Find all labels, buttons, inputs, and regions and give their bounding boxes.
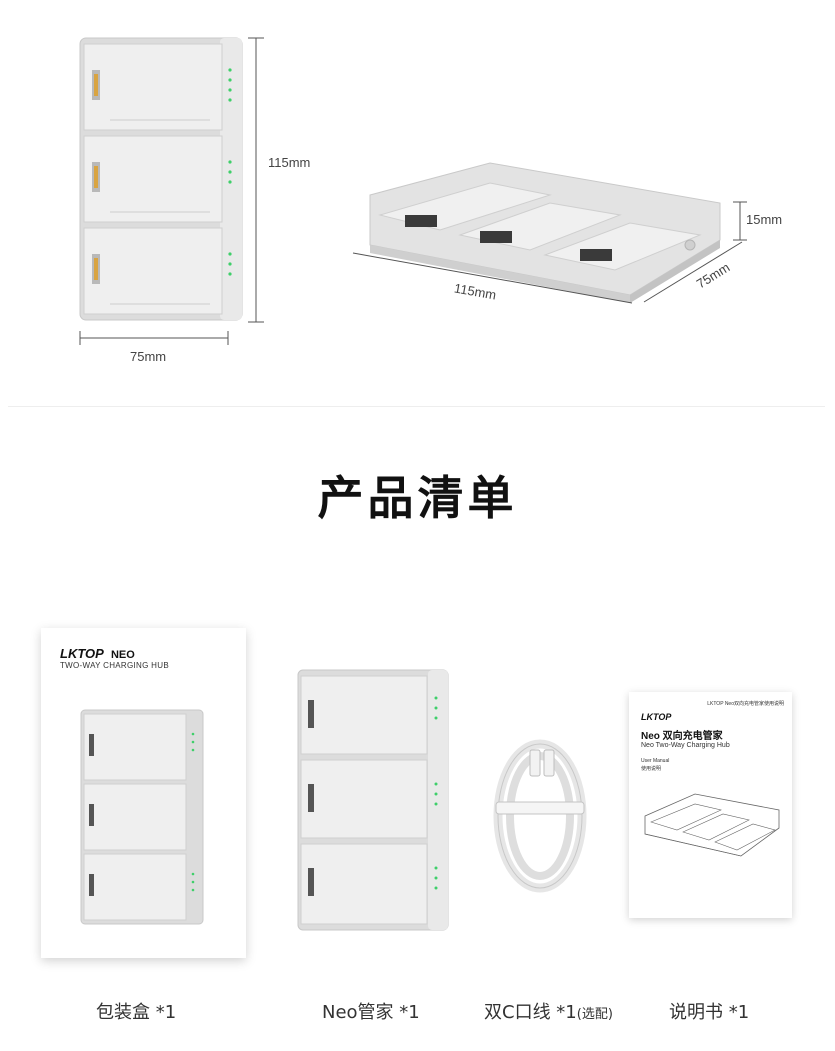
slot-3 [83,227,223,315]
led-indicators [228,68,232,276]
package-box: LKTOP NEO TWO-WAY CHARGING HUB [41,628,246,958]
section-divider [8,406,825,407]
manual-user-manual: User Manual [641,758,670,764]
front-height-label: 115mm [268,155,311,170]
box-device-image [80,709,204,925]
height-dimension-line [248,37,264,323]
section-title: 产品清单 [317,471,518,525]
box-subtitle: TWO-WAY CHARGING HUB [60,661,169,670]
width-dimension-line [79,331,229,345]
device-isometric-view [369,162,721,303]
item-label-cable: 双C口线 *1(选配) [484,1002,613,1023]
iso-height-dimension-line [733,201,747,241]
device-front-view [79,37,243,321]
manual-user-manual-cn: 使用说明 [641,766,662,772]
front-width-label: 75mm [130,349,167,364]
connectors [405,215,612,261]
manual-brand: LKTOP [641,712,672,722]
user-manual: LKTOP Neo双向充电管家使用说明 LKTOP Neo 双向充电管家 Neo… [629,692,792,918]
item-label-box: 包装盒 *1 [96,1002,177,1023]
item-label-neo: Neo管家 *1 [322,1002,420,1023]
slot-2 [83,135,223,223]
iso-height-label: 15mm [746,212,783,227]
item-label-manual: 说明书 *1 [669,1002,750,1023]
manual-title-en: Neo Two-Way Charging Hub [641,742,730,749]
manual-device-sketch [644,793,780,857]
manual-title-cn: Neo 双向充电管家 [641,731,723,742]
manual-header: LKTOP Neo双向充电管家使用说明 [707,701,784,707]
usb-c-cable-image [493,739,587,893]
box-model: NEO [110,649,135,661]
iso-width-dimension-line [643,241,743,303]
iso-length-dimension-line [352,252,633,304]
box-brand: LKTOP [60,646,104,661]
slot-1 [83,43,223,131]
neo-device-image [297,669,449,931]
